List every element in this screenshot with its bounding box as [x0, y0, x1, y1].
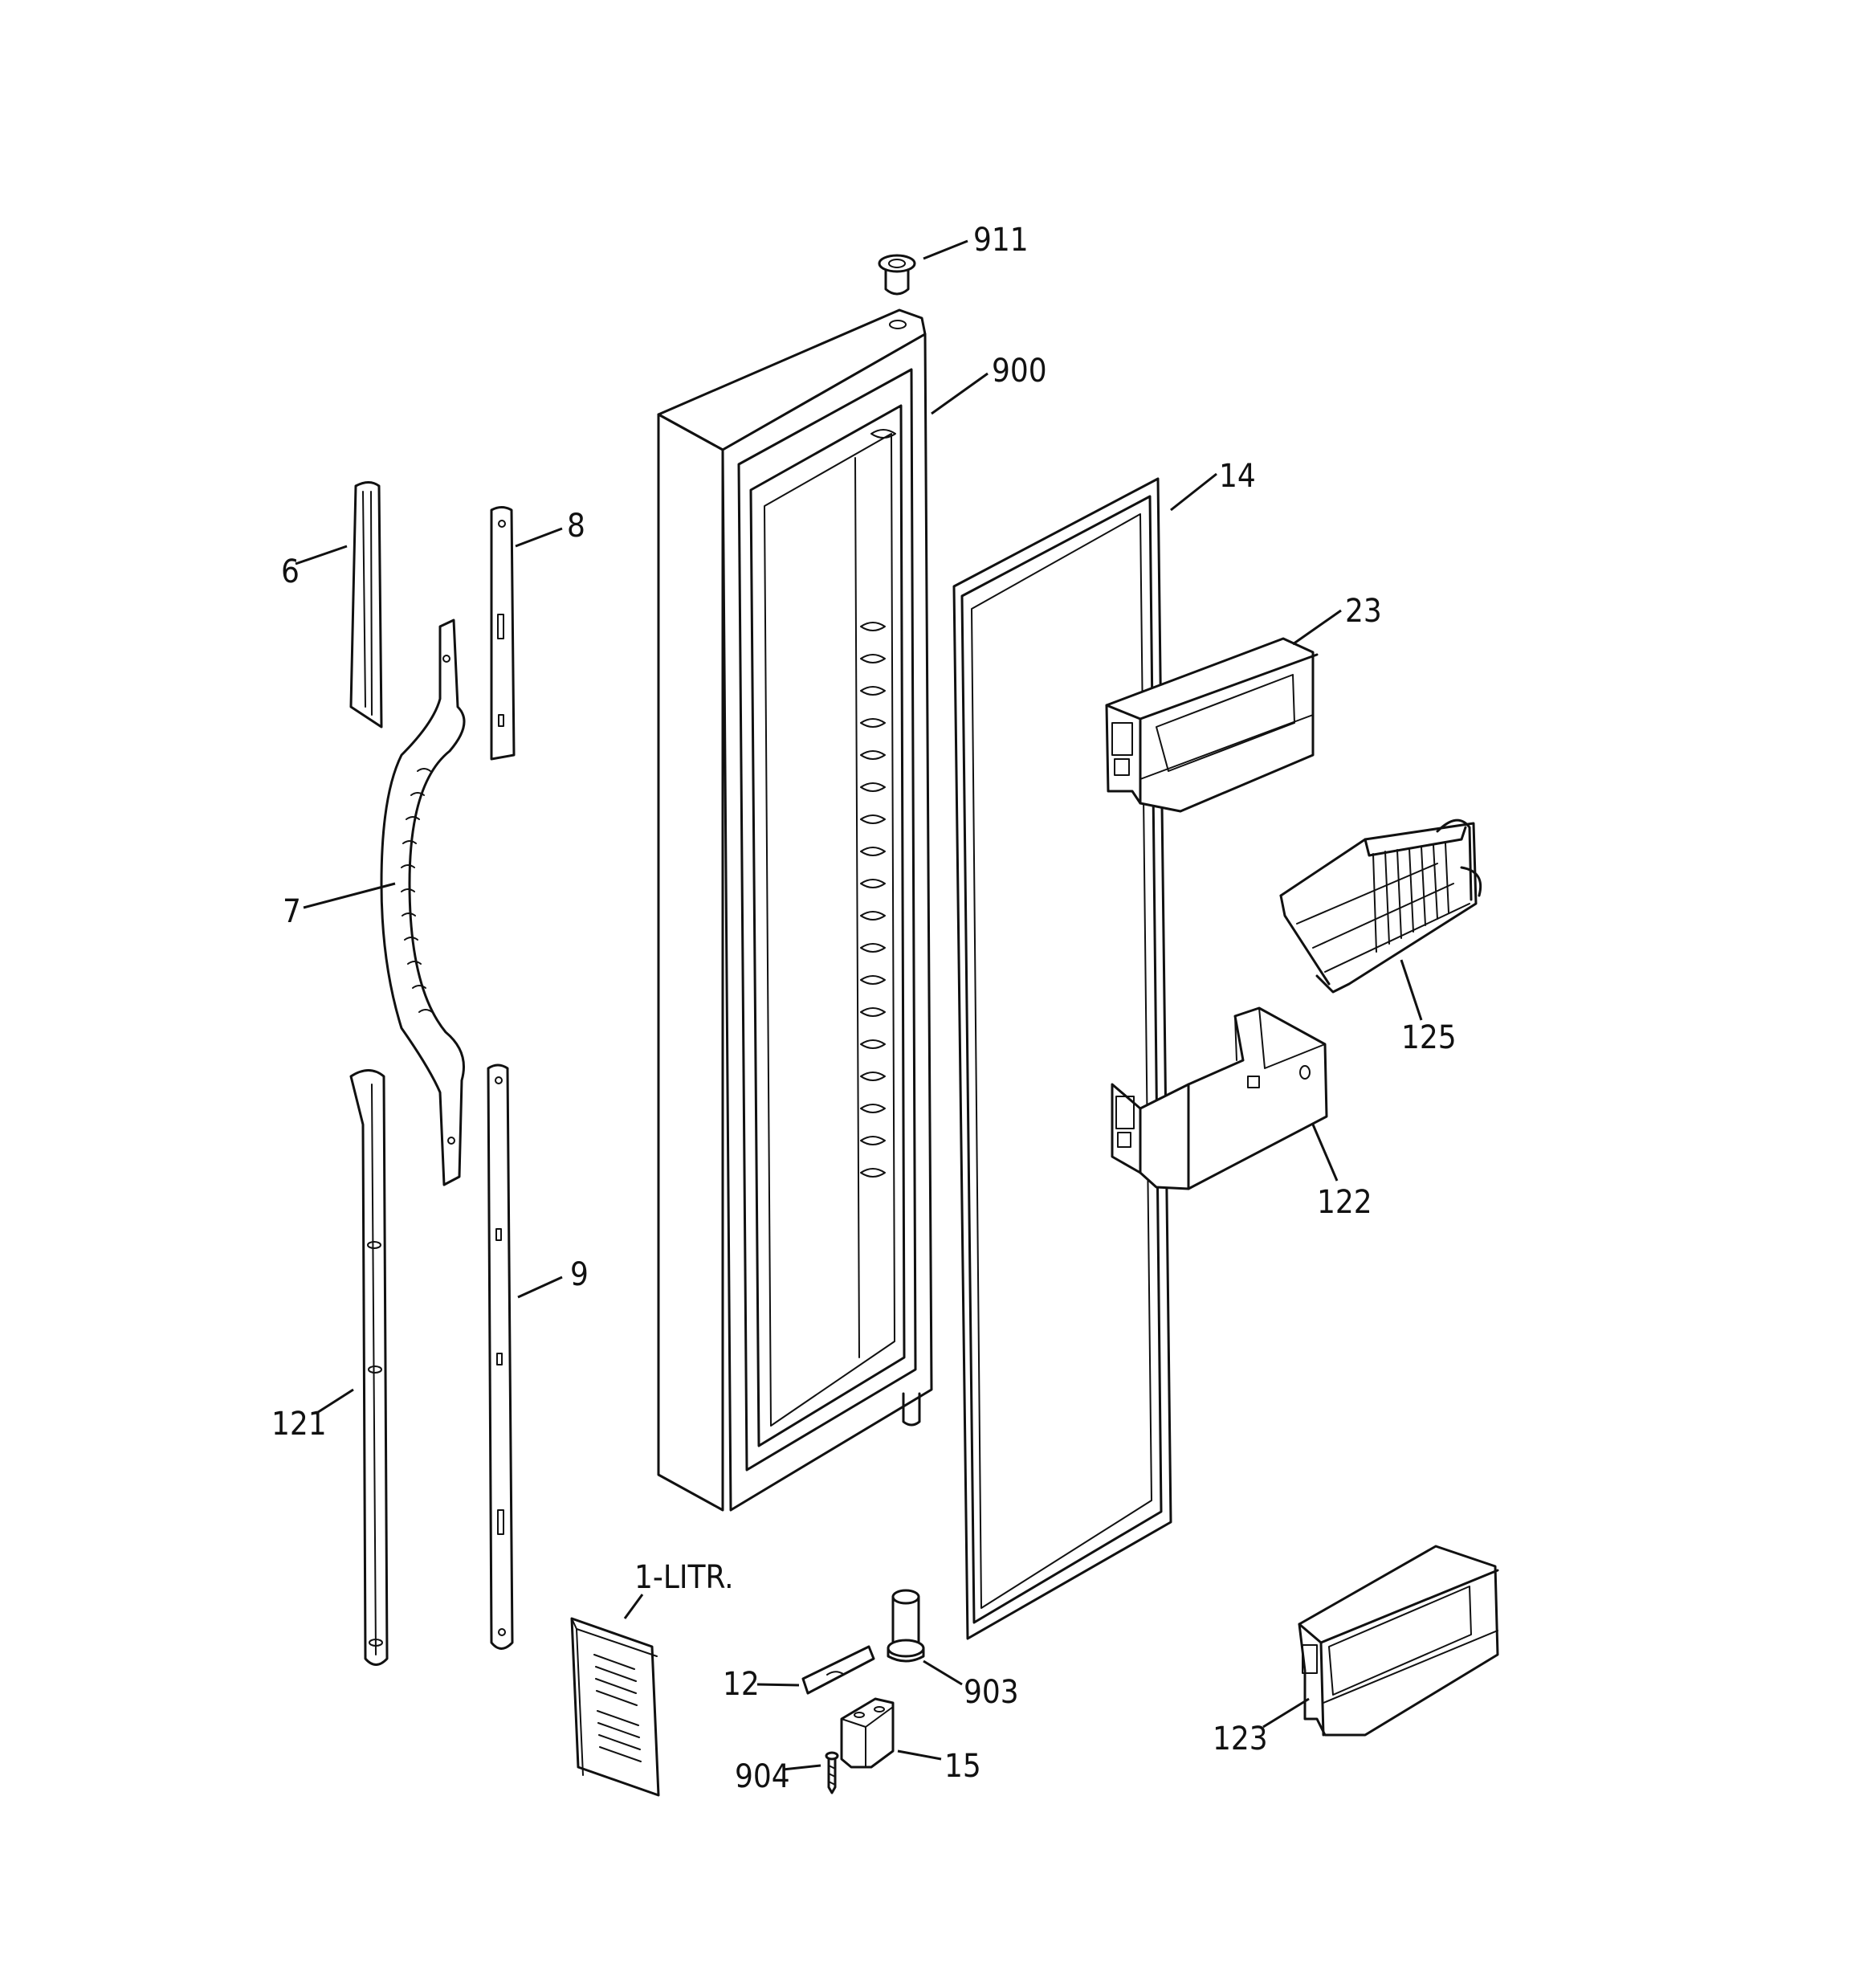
leader-lines	[295, 239, 1423, 1771]
label-1-litr: 1-LITR.	[634, 1559, 734, 1596]
label-121: 121	[271, 1406, 327, 1443]
label-7: 7	[283, 893, 301, 930]
part-122-door-bin	[1111, 1006, 1328, 1190]
part-903-hinge-pin	[887, 1589, 925, 1663]
label-8: 8	[567, 508, 585, 545]
part-911-bushing	[878, 254, 916, 296]
label-23: 23	[1345, 593, 1382, 630]
part-labels: 911 900 14 8 6 23 7 125 122 9 121 1-LITR…	[271, 222, 1457, 1795]
label-123: 123	[1213, 1721, 1268, 1757]
label-6: 6	[281, 553, 300, 590]
part-904-screw	[825, 1751, 839, 1794]
label-9: 9	[570, 1256, 589, 1293]
label-900: 900	[992, 353, 1047, 390]
part-23-door-bin	[1105, 637, 1319, 813]
label-12: 12	[723, 1666, 760, 1703]
label-903: 903	[964, 1674, 1019, 1711]
part-6-handle-trim	[349, 481, 383, 729]
label-122: 122	[1317, 1184, 1372, 1221]
part-9-trim-strip	[487, 1063, 514, 1650]
part-15-hinge-bracket	[840, 1697, 895, 1769]
part-14-gasket	[952, 477, 1172, 1640]
label-125: 125	[1401, 1019, 1457, 1056]
label-14: 14	[1219, 458, 1256, 495]
part-1-literature	[570, 1617, 660, 1797]
part-7-handle	[380, 618, 466, 1186]
label-904: 904	[735, 1758, 790, 1795]
part-125-wire-basket	[1279, 818, 1482, 994]
part-121-handle-trim	[349, 1069, 389, 1666]
part-8-trim-strip	[490, 506, 516, 761]
part-12-hinge-shim	[801, 1645, 875, 1695]
part-900-door-shell	[657, 308, 933, 1512]
label-15: 15	[944, 1748, 981, 1785]
label-911: 911	[973, 222, 1029, 259]
part-123-door-bin	[1298, 1545, 1499, 1737]
